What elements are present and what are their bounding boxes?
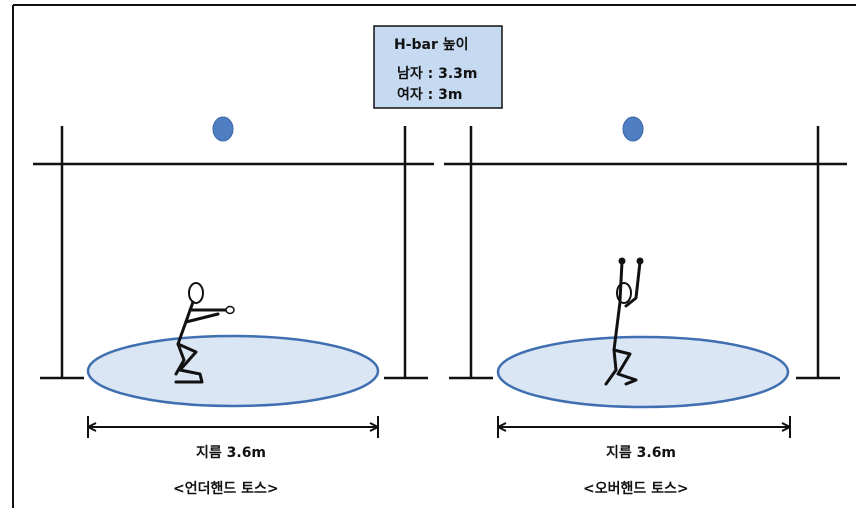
right-h-bar [444,126,847,380]
right-left-hand [618,257,626,265]
left-diameter-label: 지름 3.6m [196,445,266,461]
right-ball [622,116,644,142]
left-stick-figure [174,282,230,384]
right-stick-figure [604,260,642,386]
right-diameter-label: 지름 3.6m [606,445,676,461]
women-height: 여자 : 3m [397,86,462,103]
left-caption: <언더핸드 토스> [173,480,279,497]
right-panel-overhand: 지름 3.6m <오버핸드 토스> [444,116,847,497]
men-height: 남자 : 3.3m [397,65,478,82]
left-hand-ball [225,305,235,315]
h-bar-title: H-bar 높이 [394,36,469,53]
left-h-bar [33,126,434,380]
h-bar-height-box: H-bar 높이 남자 : 3.3m 여자 : 3m [373,25,503,109]
right-caption: <오버핸드 토스> [583,480,689,497]
left-ball [212,116,234,142]
left-toss-circle [86,334,380,408]
outer-frame [12,4,856,508]
left-panel-underhand: 지름 3.6m <언더핸드 토스> [33,116,434,497]
right-toss-circle [496,335,790,409]
right-right-hand [636,257,644,265]
